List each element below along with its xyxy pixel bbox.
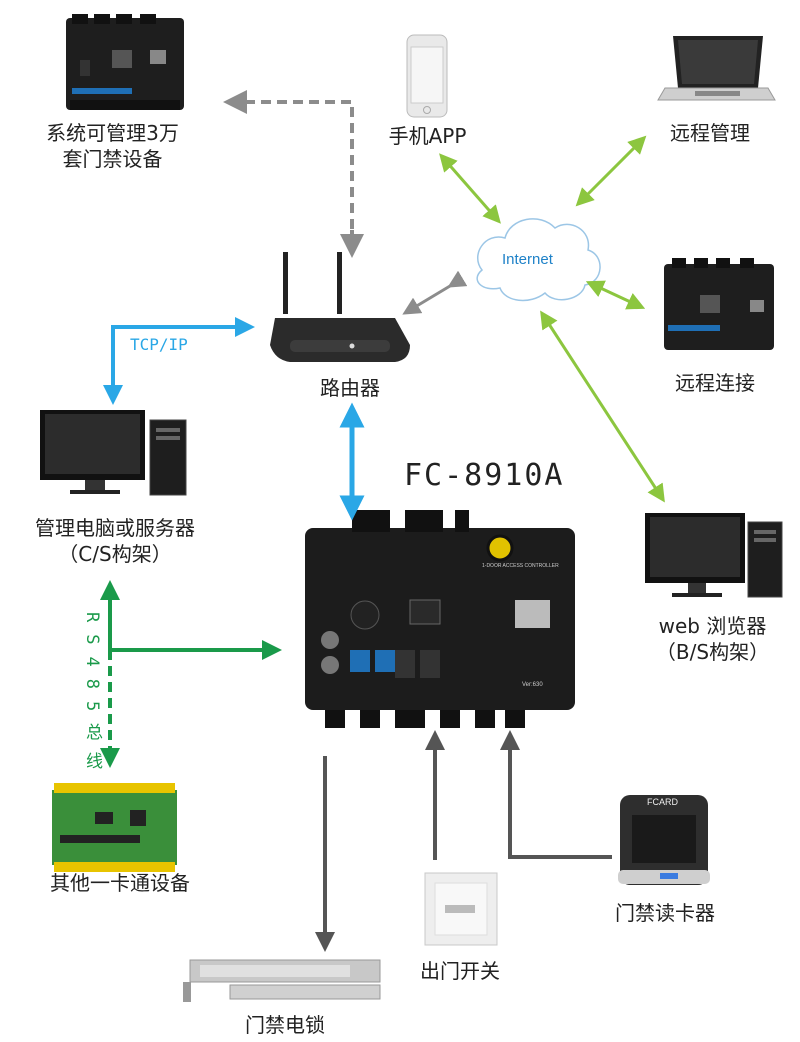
label-remote-manage: 远程管理	[670, 121, 750, 145]
label-management-pc: 管理电脑或服务器 （C/S构架）	[35, 516, 195, 566]
electric-lock-image	[183, 959, 381, 1002]
laptop-cloud-arrow	[575, 135, 647, 207]
exit-button-image	[424, 872, 498, 946]
phone-image	[406, 34, 448, 118]
board-model-text: 1-DOOR ACCESS CONTROLLER	[482, 563, 559, 569]
main-controller-board-image	[305, 510, 575, 728]
label-other-devices: 其他一卡通设备	[50, 871, 190, 895]
label-router: 路由器	[320, 376, 380, 400]
label-top-controller: 系统可管理3万 套门禁设备	[46, 121, 179, 171]
label-web-browser: web 浏览器 （B/S构架）	[655, 614, 770, 664]
reader-brand-text: FCARD	[647, 797, 678, 807]
label-card-reader: 门禁读卡器	[615, 901, 715, 925]
cloud-router-arrow	[402, 270, 468, 315]
label-internet: Internet	[502, 251, 553, 268]
board-ver-text: Ver:630	[522, 682, 543, 688]
phone-cloud-arrow	[439, 153, 501, 224]
label-remote-connect: 远程连接	[675, 371, 755, 395]
diagram-title: FC-8910A	[404, 458, 565, 493]
internet-cloud	[476, 218, 601, 302]
tcp-router-pc-arrow	[103, 317, 255, 405]
remote-cloud-arrow	[585, 280, 646, 310]
label-tcp-ip: TCP/IP	[130, 335, 188, 354]
other-devices-board-image	[52, 783, 177, 872]
label-phone-app: 手机APP	[388, 124, 467, 148]
laptop-image	[657, 36, 776, 101]
router-image	[270, 252, 410, 362]
management-pc-image	[40, 410, 187, 496]
label-rs485-bus: RS485总线	[82, 612, 102, 782]
router-to-top-controller-arrow	[223, 90, 354, 245]
top-controller-board-image	[66, 14, 184, 110]
label-exit-button: 出门开关	[420, 959, 500, 983]
browser-pc-image	[645, 513, 783, 598]
browser-cloud-arrow	[540, 310, 665, 503]
reader-board-arrow	[500, 730, 612, 859]
label-electric-lock: 门禁电锁	[245, 1013, 325, 1037]
card-reader-image	[618, 795, 710, 885]
remote-board-image	[664, 258, 774, 350]
